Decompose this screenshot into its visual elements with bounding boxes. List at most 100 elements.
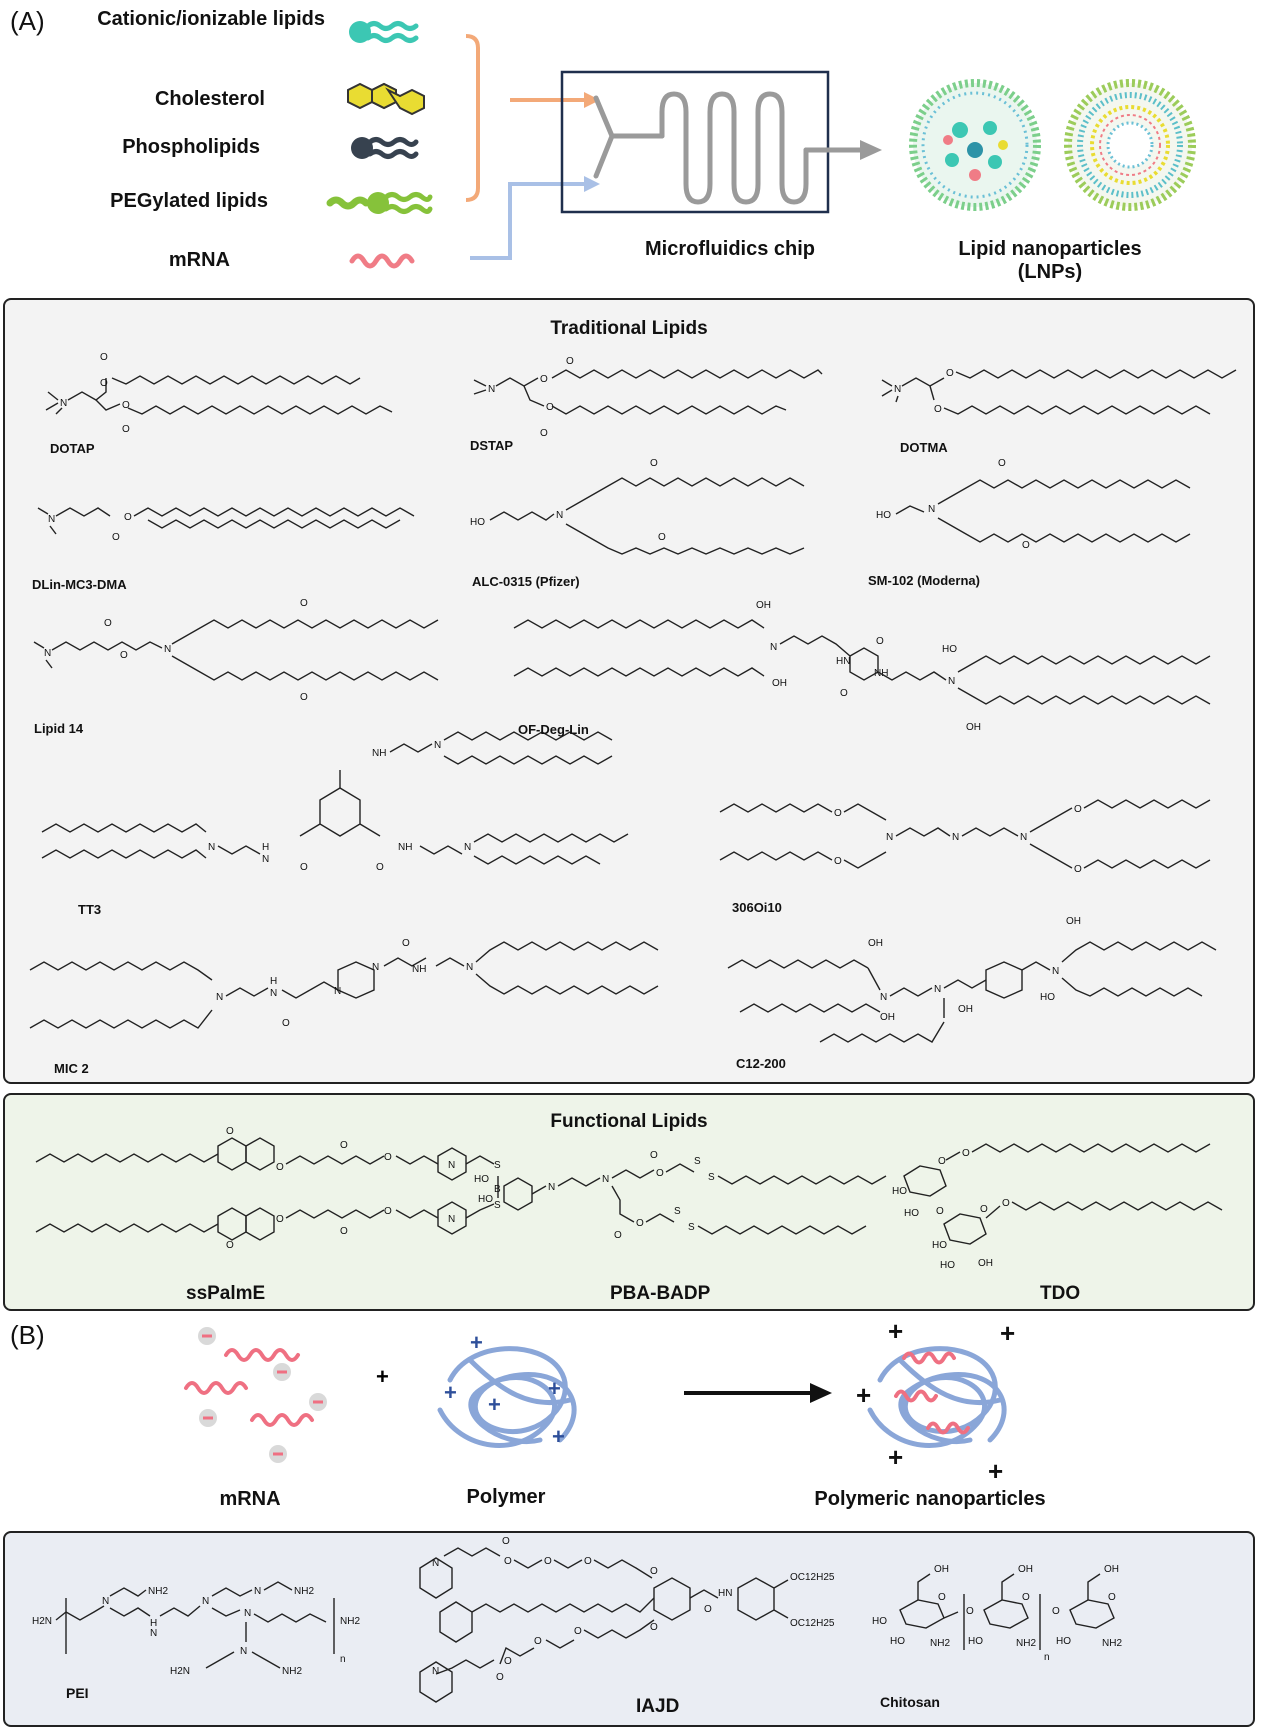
compound-label-mic2: MIC 2 [54,1061,89,1076]
svg-text:O: O [300,862,308,873]
svg-text:O: O [340,1140,348,1151]
svg-text:O: O [834,856,842,867]
cholesterol-label: Cholesterol [154,88,265,110]
compound-label-lipid-14: Lipid 14 [34,721,84,736]
svg-text:n: n [340,1654,346,1665]
svg-text:H: H [262,842,269,853]
svg-text:N: N [270,988,277,999]
cholesterol-icon [347,82,425,116]
svg-text:OC12H25: OC12H25 [790,1572,835,1583]
svg-text:O: O [544,1556,552,1567]
svg-text:O: O [962,1148,970,1159]
phospholipids-label: Phospholipids [122,136,260,158]
svg-text:S: S [688,1222,695,1233]
lnp-label-line2: (LNPs) [1017,261,1083,283]
svg-text:+: + [548,1376,561,1401]
svg-text:NH: NH [398,842,412,853]
alc-0315-structure: HON OO [470,458,805,555]
polymer-coil [437,1346,577,1448]
svg-text:OH: OH [1066,916,1081,927]
svg-text:O: O [1002,1198,1010,1209]
svg-text:N: N [434,740,441,751]
svg-text:O: O [104,618,112,629]
svg-text:O: O [226,1126,234,1137]
svg-text:+: + [488,1392,501,1417]
svg-text:O: O [840,688,848,699]
svg-text:HN: HN [836,656,850,667]
svg-text:O: O [402,938,410,949]
svg-text:N: N [208,842,215,853]
microfluidics-chip [560,70,830,214]
svg-text:+: + [1000,1320,1015,1348]
svg-text:O: O [546,402,554,413]
mrna-label-a: mRNA [168,249,230,271]
polymer-label: Polymer [466,1486,546,1508]
svg-text:O: O [100,378,108,389]
svg-text:O: O [540,374,548,385]
svg-text:HO: HO [904,1208,919,1219]
polymeric-nanoparticle: +++++ [856,1320,1015,1486]
svg-text:N: N [254,1586,261,1597]
svg-text:HO: HO [890,1636,905,1647]
svg-text:O: O [112,532,120,543]
cationic-lipid-icon [349,21,419,43]
svg-text:N: N [448,1160,455,1171]
svg-text:OH: OH [934,1564,949,1575]
svg-text:S: S [494,1200,501,1211]
svg-text:NH2: NH2 [340,1616,360,1627]
svg-text:N: N [464,842,471,853]
svg-text:+: + [552,1424,565,1449]
svg-text:NH2: NH2 [282,1666,302,1677]
dotma-structure: N OO [881,368,1237,415]
svg-text:OH: OH [958,1004,973,1015]
svg-text:O: O [496,1672,504,1683]
svg-text:O: O [384,1152,392,1163]
svg-text:N: N [150,1628,157,1639]
svg-text:N: N [488,384,495,395]
svg-text:O: O [650,1150,658,1161]
svg-text:O: O [384,1206,392,1217]
svg-text:O: O [938,1156,946,1167]
polymeric-np-label: Polymeric nanoparticles [814,1488,1046,1510]
lnp-icon-1 [909,79,1041,211]
svg-text:HO: HO [940,1260,955,1271]
svg-text:HO: HO [474,1174,489,1185]
svg-text:O: O [376,862,384,873]
svg-text:O: O [1074,864,1082,875]
svg-text:O: O [502,1536,510,1547]
svg-text:N: N [164,644,171,655]
svg-text:+: + [888,1442,903,1472]
svg-text:OH: OH [966,722,981,733]
panel-b-letter: (B) [10,1320,45,1350]
compound-label-dotma: DOTMA [900,440,948,455]
chip-label: Microfluidics chip [644,238,816,260]
svg-text:O: O [504,1656,512,1667]
svg-text:O: O [282,1018,290,1029]
svg-text:N: N [448,1214,455,1225]
svg-text:O: O [834,808,842,819]
svg-text:N: N [240,1646,247,1657]
svg-text:N: N [202,1596,209,1607]
svg-text:HO: HO [872,1616,887,1627]
svg-text:NH: NH [412,964,426,975]
plus-sign: + [376,1364,389,1389]
svg-text:O: O [966,1606,974,1617]
polymer-label-pei: PEI [66,1685,89,1701]
mic2-structure: N HN O NN ONH N [29,938,659,1029]
svg-text:N: N [102,1596,109,1607]
svg-text:N: N [934,984,941,995]
peg-lipid-icon [326,192,433,214]
functional-lipids-box: Functional Lipids [3,1093,1255,1311]
svg-text:OC12H25: OC12H25 [790,1618,835,1629]
svg-text:N: N [466,962,473,973]
svg-text:O: O [124,512,132,523]
svg-text:O: O [534,1636,542,1647]
svg-text:O: O [100,352,108,363]
sspalme-structure: O O OO N S S O O OO N [35,1126,501,1251]
compound-label-dstap: DSTAP [470,438,514,453]
